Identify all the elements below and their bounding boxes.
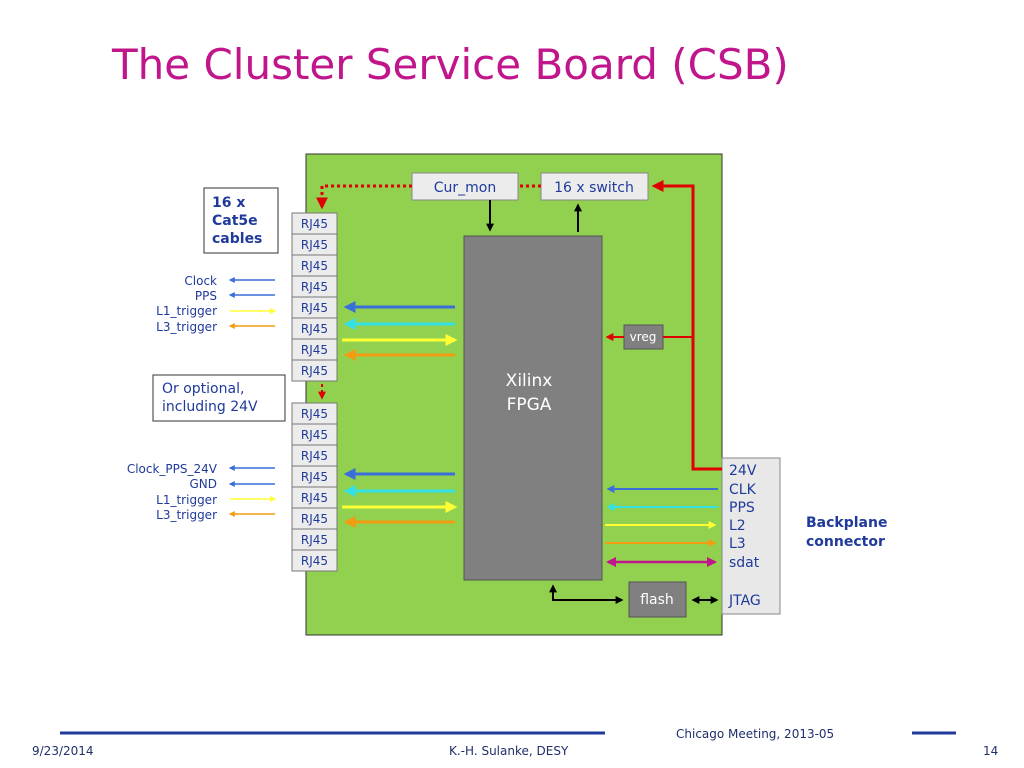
fpga-label-1: Xilinx: [506, 371, 553, 391]
signal-label-l1-trigger: L1_trigger: [156, 304, 217, 318]
optional-label-1: Or optional,: [162, 381, 244, 397]
rj45-label: RJ45: [301, 512, 328, 526]
backplane-label-1: Backplane: [806, 515, 887, 531]
rj45-label: RJ45: [301, 301, 328, 315]
signal-label-gnd: GND: [189, 477, 217, 491]
bp-pin-l3: L3: [729, 536, 746, 552]
footer-date: 9/23/2014: [32, 744, 94, 758]
footer-author: K.-H. Sulanke, DESY: [449, 744, 569, 758]
cur-mon-label: Cur_mon: [434, 180, 496, 196]
rj45-connectors: RJ45RJ45RJ45RJ45RJ45RJ45RJ45RJ45RJ45RJ45…: [291, 212, 338, 572]
power-line-curmon-rj45: [316, 184, 412, 210]
rj45-connector: [291, 359, 338, 382]
rj45-connector: [291, 549, 338, 572]
bp-pin-sdat: sdat: [729, 555, 760, 571]
rj45-label: RJ45: [301, 280, 328, 294]
vreg-label: vreg: [630, 330, 657, 344]
switch-box: [540, 172, 649, 201]
cables-label-2: Cat5e: [212, 213, 258, 229]
signal-label-l3-trigger: L3_trigger: [156, 320, 217, 334]
rj45-label: RJ45: [301, 491, 328, 505]
bp-pin-pps: PPS: [729, 500, 755, 516]
rj45-label: RJ45: [301, 322, 328, 336]
rj45-label: RJ45: [301, 554, 328, 568]
rj45-label: RJ45: [301, 364, 328, 378]
footer-meeting: Chicago Meeting, 2013-05: [676, 727, 835, 741]
vreg-box: [623, 324, 664, 350]
backplane-box: [721, 457, 781, 615]
power-line-24v: [651, 180, 722, 471]
bp-pin-l2: L2: [729, 518, 746, 534]
cables-label-1: 16 x: [212, 195, 245, 211]
flash-box: [628, 581, 687, 618]
rj45-label: RJ45: [301, 343, 328, 357]
signal-label-clock-pps-24v: Clock_PPS_24V: [127, 462, 218, 476]
rj45-label: RJ45: [301, 407, 328, 421]
rj45-label: RJ45: [301, 470, 328, 484]
slide-title: The Cluster Service Board (CSB): [112, 40, 789, 89]
bp-pin-clk: CLK: [729, 482, 757, 498]
flash-label: flash: [640, 592, 674, 608]
rj45-label: RJ45: [301, 428, 328, 442]
bp-pin-jtag: JTAG: [728, 593, 761, 609]
rj45-label: RJ45: [301, 259, 328, 273]
footer-page: 14: [983, 744, 999, 758]
cur-mon-box: [411, 172, 519, 201]
signal-label-l3-trigger-2: L3_trigger: [156, 508, 217, 522]
fpga-block: [463, 235, 603, 581]
optional-box: [152, 374, 286, 422]
rj45-label: RJ45: [301, 238, 328, 252]
signal-label-l1-trigger-2: L1_trigger: [156, 493, 217, 507]
rj45-label: RJ45: [301, 217, 328, 231]
optional-label-2: including 24V: [162, 399, 258, 415]
arrow-fpga-flash: [549, 584, 624, 604]
backplane-label-2: connector: [806, 534, 885, 550]
rj45-label: RJ45: [301, 533, 328, 547]
switch-label: 16 x switch: [554, 180, 634, 196]
signal-label-clock: Clock: [184, 274, 217, 288]
fpga-label-2: FPGA: [507, 395, 552, 415]
cables-box: [203, 187, 279, 254]
bp-pin-24v: 24V: [729, 463, 757, 479]
cables-label-3: cables: [212, 231, 262, 247]
rj45-label: RJ45: [301, 449, 328, 463]
signal-label-pps: PPS: [195, 289, 217, 303]
